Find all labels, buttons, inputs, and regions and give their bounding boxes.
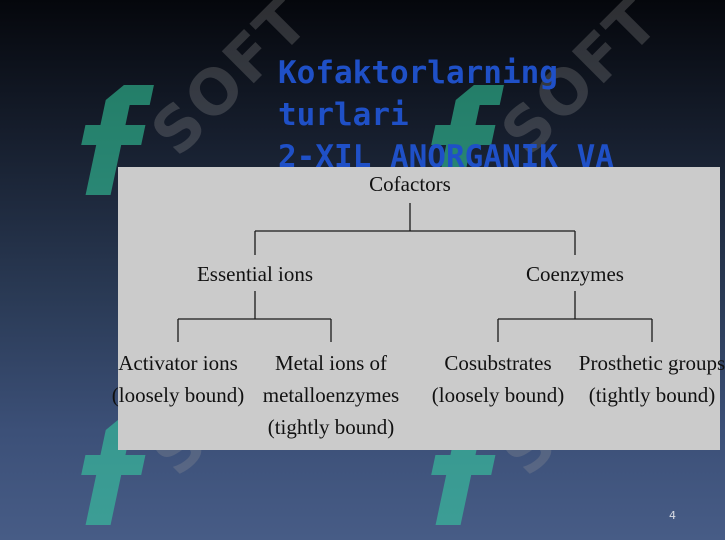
slide-title-line: Kofaktorlarning xyxy=(278,55,558,91)
node-coenzymes: Coenzymes xyxy=(526,262,624,286)
node-cosubstrates: Cosubstrates (loosely bound) xyxy=(432,347,564,411)
page-number: 4 xyxy=(669,509,676,522)
node-prosthetic-groups: Prosthetic groups (tightly bound) xyxy=(579,347,725,411)
node-essential-ions: Essential ions xyxy=(196,262,314,286)
node-line: Cosubstrates xyxy=(444,351,552,375)
node-line: (tightly bound) xyxy=(267,415,395,439)
node-line: Metal ions of xyxy=(275,351,387,375)
node-line: Activator ions xyxy=(118,351,238,375)
node-line: Prosthetic groups xyxy=(578,351,725,375)
node-activator-ions: Activator ions (loosely bound) xyxy=(112,347,244,411)
node-cofactors: Cofactors xyxy=(369,172,451,196)
slide-title-line: turlari xyxy=(278,97,409,133)
diagram-connectors xyxy=(177,203,653,342)
cofactor-diagram: Cofactors Essential ions Coenzymes Activ… xyxy=(112,167,725,450)
node-metal-ions: Metal ions of metalloenzymes (tightly bo… xyxy=(263,347,399,443)
node-line: metalloenzymes xyxy=(262,383,400,407)
node-line: (loosely bound) xyxy=(431,383,565,407)
node-line: (loosely bound) xyxy=(111,383,245,407)
node-line: (tightly bound) xyxy=(588,383,716,407)
slide-title: Kofaktorlarning turlari 2-XIL ANORGANIK … xyxy=(278,52,718,178)
